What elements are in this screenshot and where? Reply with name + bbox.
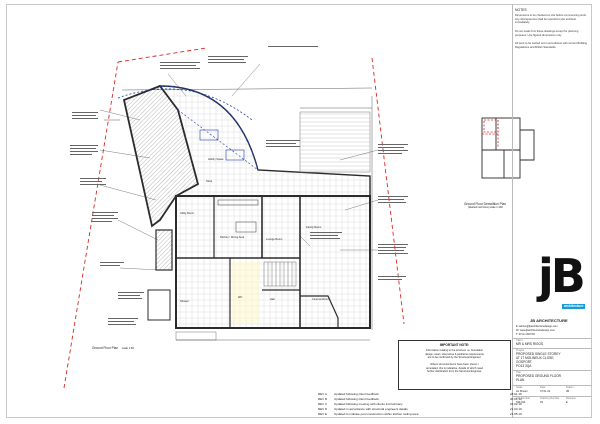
notes-paragraph-2: Do not scale from these drawings except … (515, 30, 579, 37)
job-number-label: Job Number (516, 397, 531, 400)
annotation-text-blocks (70, 46, 408, 325)
client-name: MR & MRS RIGGS (516, 342, 544, 346)
annotation-leaders (99, 63, 379, 271)
revision-description: Updated following meeting with clients 1… (334, 402, 403, 406)
revision-description: Updated to indicate pool construction wi… (334, 412, 419, 416)
main-plan-scale: scale 1:50 (121, 347, 134, 350)
revision-date: 28.01.19 (510, 392, 522, 396)
revision-date: 30.01.19 (510, 397, 522, 401)
title-label: Title (516, 371, 521, 374)
brand-email[interactable]: E: admin@jbarchitecturedesign.com (516, 325, 558, 328)
room-label-lounge: Lounge Room (266, 238, 283, 241)
demolition-plan-subtitle: (dashed red lines) (468, 206, 489, 210)
project-line-2: AT 17 MOLINEUX CLOSE, (516, 356, 555, 360)
important-note-line-6: further clarification from the Structura… (427, 370, 482, 374)
demolition-plan-inset (476, 106, 510, 198)
revision-date: 21.03.19 (510, 407, 522, 411)
drawn-value: JB (566, 390, 570, 393)
notes-paragraph-1: Dimensions to be checked on site before … (515, 14, 587, 24)
project-line-4: PO13 3QA (516, 364, 532, 368)
room-label-store: Store (206, 180, 213, 183)
room-label-wc: WC (238, 296, 243, 299)
room-label-cinema: Cinema Room (312, 298, 329, 301)
revision-row: REV E Updated to indicate pool construct… (318, 412, 590, 417)
revision-label: Revision (566, 397, 576, 400)
drawn-label: Drawn (566, 386, 574, 389)
brand-name: JB ARCHITECTURE (530, 318, 568, 323)
room-label-shower: Shower (180, 300, 189, 303)
revision-description: Updated in accordance with structural en… (334, 407, 408, 411)
revision-date: 21.05.19 (510, 412, 522, 416)
notes-heading: NOTES (515, 8, 527, 12)
date-label: Date (540, 386, 546, 389)
revision-id: REV C (318, 402, 328, 406)
revision-row: REV A Updated following client feedback … (318, 392, 590, 397)
demolition-plan-scale: scale 1:100 (489, 206, 503, 210)
brand-web[interactable]: W: www.jbarchitecturedesign.com (516, 329, 555, 332)
important-note-line-4: Where structural items have been shown / (430, 363, 479, 367)
room-label-utility: Utility Room (180, 212, 194, 215)
title-line-1: PROPOSED GROUND FLOOR (516, 374, 561, 378)
title-block-divider (512, 385, 592, 386)
revision-date: 04.02.19 (510, 402, 522, 406)
project-line-3: GOSPORT. (516, 360, 533, 364)
notes-paragraph-3: All work to be carried out in accordance… (515, 42, 588, 49)
revision-id: REV E (318, 412, 328, 416)
revision-row: REV B Updated following client feedback … (318, 397, 590, 402)
title-line-2: PLAN (516, 378, 525, 382)
revision-id: REV A (318, 392, 327, 396)
client-label: Client (516, 339, 523, 342)
main-plan-title: Ground Floor Plan scale 1:50 (92, 346, 134, 350)
important-note-box: IMPORTANT NOTE: Information relating to … (398, 340, 511, 390)
revision-description: Updated following client feedback (334, 397, 379, 401)
logo-letters: jB (538, 249, 586, 303)
scale-value: As Shown (516, 390, 528, 393)
project-line-1: PROPOSED SINGLE STOREY (516, 352, 561, 356)
important-note-line-1: Information relating to the structure i.… (425, 349, 484, 353)
proposed-extension (117, 84, 371, 341)
important-note-line-5: annotated, this is indicative, details o… (426, 366, 483, 370)
project-label: Project (516, 349, 525, 352)
title-block (512, 4, 592, 418)
demolition-plan-title-text: Ground Floor Demolition Plan (464, 202, 506, 206)
title-block-divider (512, 338, 592, 339)
drawing-number-value: 03 (540, 401, 543, 404)
demolition-plan-title: Ground Floor Demolition Plan (dashed red… (464, 202, 506, 210)
title-block-divider (512, 348, 592, 349)
main-plan-title-text: Ground Floor Plan (92, 346, 119, 350)
room-label-kitchen: Kitchen / Dining Area (220, 236, 245, 239)
important-note-line-3: are to be confirmed by the Structural En… (427, 356, 482, 360)
room-label-hobby: Hobby Space (208, 158, 224, 161)
revision-description: Updated following client feedback (334, 392, 379, 396)
important-note-line-2: design, steel / steel sizes & padstone r… (425, 352, 484, 356)
revision-value: E (566, 401, 568, 404)
existing-house (175, 195, 371, 329)
revision-row: REV C Updated following meeting with cli… (318, 402, 590, 407)
revision-id: REV D (318, 407, 328, 411)
revision-id: REV B (318, 397, 328, 401)
scale-label: Scale (516, 386, 523, 389)
dimension-lines (104, 87, 373, 341)
room-label-family: Family Room (306, 226, 322, 229)
brand-tel: T: 07xxx 000732 (516, 333, 535, 336)
room-label-hall: Hall (270, 298, 275, 301)
title-block-divider (512, 396, 592, 397)
important-note-title: IMPORTANT NOTE: (439, 343, 470, 347)
sheet-border (6, 4, 592, 418)
jb-logo: jB architecture (536, 250, 586, 318)
job-number-value: SW-014 (516, 401, 526, 404)
date-value: 07.01.19 (540, 390, 551, 393)
revision-row: REV D Updated in accordance with structu… (318, 407, 590, 412)
title-block-divider (512, 370, 592, 371)
site-boundary-lines (63, 47, 405, 389)
ground-floor-plan-drawing (63, 46, 510, 389)
logo-tag: architecture (562, 304, 586, 309)
drawing-number-label: Drawing Number (540, 397, 560, 400)
